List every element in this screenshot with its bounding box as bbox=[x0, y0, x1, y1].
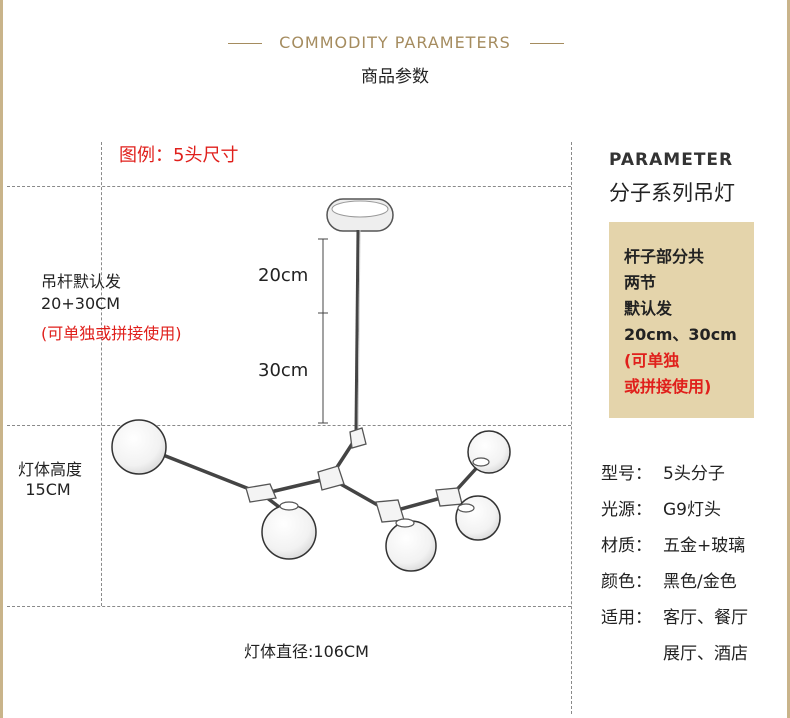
rod-info-note: (可单独 bbox=[624, 351, 680, 370]
rod-info-line: 20cm、30cm bbox=[624, 325, 737, 344]
globe-1 bbox=[111, 419, 167, 475]
spec-value: G9灯头 bbox=[663, 500, 721, 520]
spec-value: 五金+玻璃 bbox=[663, 536, 746, 556]
rod-info-note: 或拼接使用) bbox=[624, 377, 712, 396]
globe-2 bbox=[261, 504, 317, 560]
globe-4 bbox=[467, 430, 511, 474]
legend-label: 图例：5头尺寸 bbox=[119, 145, 239, 166]
spec-value: 5头分子 bbox=[663, 464, 725, 484]
rod-info-line: 两节 bbox=[624, 273, 657, 292]
spec-key: 型号： bbox=[601, 464, 652, 484]
arm-joints bbox=[245, 427, 463, 523]
rod-info-box: 杆子部分共 两节 默认发 20cm、30cm (可单独 或拼接使用) bbox=[609, 222, 754, 418]
guide-body-bottom bbox=[7, 606, 571, 607]
rod-sizes: 20+30CM bbox=[41, 294, 121, 313]
spec-key: 适用： bbox=[601, 608, 652, 628]
dimension-markers bbox=[318, 238, 328, 424]
product-name: 分子系列吊灯 bbox=[609, 181, 735, 205]
guide-top bbox=[7, 186, 571, 187]
lamp-height-value: 15CM bbox=[25, 480, 71, 499]
rod-info-line: 默认发 bbox=[624, 299, 673, 318]
globe-sockets bbox=[279, 457, 490, 528]
diameter-label: 灯体直径:106CM bbox=[244, 642, 369, 661]
spec-key: 光源： bbox=[601, 500, 652, 520]
globe-3 bbox=[385, 520, 437, 572]
parameter-heading: PARAMETER bbox=[609, 150, 734, 170]
dim-lower-label: 30cm bbox=[258, 360, 309, 381]
section-subtitle: 商品参数 bbox=[361, 67, 429, 87]
spec-row-usage-cont: 展厅、酒店 bbox=[601, 642, 748, 666]
spec-row-usage: 适用： 客厅、餐厅 bbox=[601, 606, 748, 630]
guide-rod-bottom bbox=[7, 425, 571, 426]
dim-upper-label: 20cm bbox=[258, 265, 309, 286]
lamp-height-label: 灯体高度 bbox=[17, 460, 82, 479]
spec-key: 颜色： bbox=[601, 572, 652, 592]
guide-vertical-left bbox=[101, 142, 102, 606]
ceiling-canopy-icon bbox=[326, 198, 394, 232]
spec-row-model: 型号： 5头分子 bbox=[601, 462, 725, 486]
globe-5 bbox=[455, 495, 501, 541]
left-border bbox=[0, 0, 3, 718]
rod-title: 吊杆默认发 bbox=[41, 272, 122, 291]
spec-value: 客厅、餐厅 bbox=[663, 608, 748, 628]
title-rule-left bbox=[228, 43, 262, 44]
spec-value: 展厅、酒店 bbox=[663, 644, 748, 664]
spec-row-color: 颜色： 黑色/金色 bbox=[601, 570, 737, 594]
guide-vertical-right bbox=[571, 142, 572, 714]
section-title: COMMODITY PARAMETERS bbox=[279, 33, 511, 52]
right-border bbox=[787, 0, 790, 718]
rod-note: (可单独或拼接使用) bbox=[41, 324, 182, 343]
spec-row-material: 材质： 五金+玻璃 bbox=[601, 534, 745, 558]
title-rule-right bbox=[530, 43, 564, 44]
down-rod bbox=[354, 229, 360, 432]
spec-value: 黑色/金色 bbox=[663, 572, 737, 592]
rod-info-line: 杆子部分共 bbox=[624, 247, 705, 266]
spec-key: 材质： bbox=[601, 536, 652, 556]
spec-row-light-source: 光源： G9灯头 bbox=[601, 498, 721, 522]
